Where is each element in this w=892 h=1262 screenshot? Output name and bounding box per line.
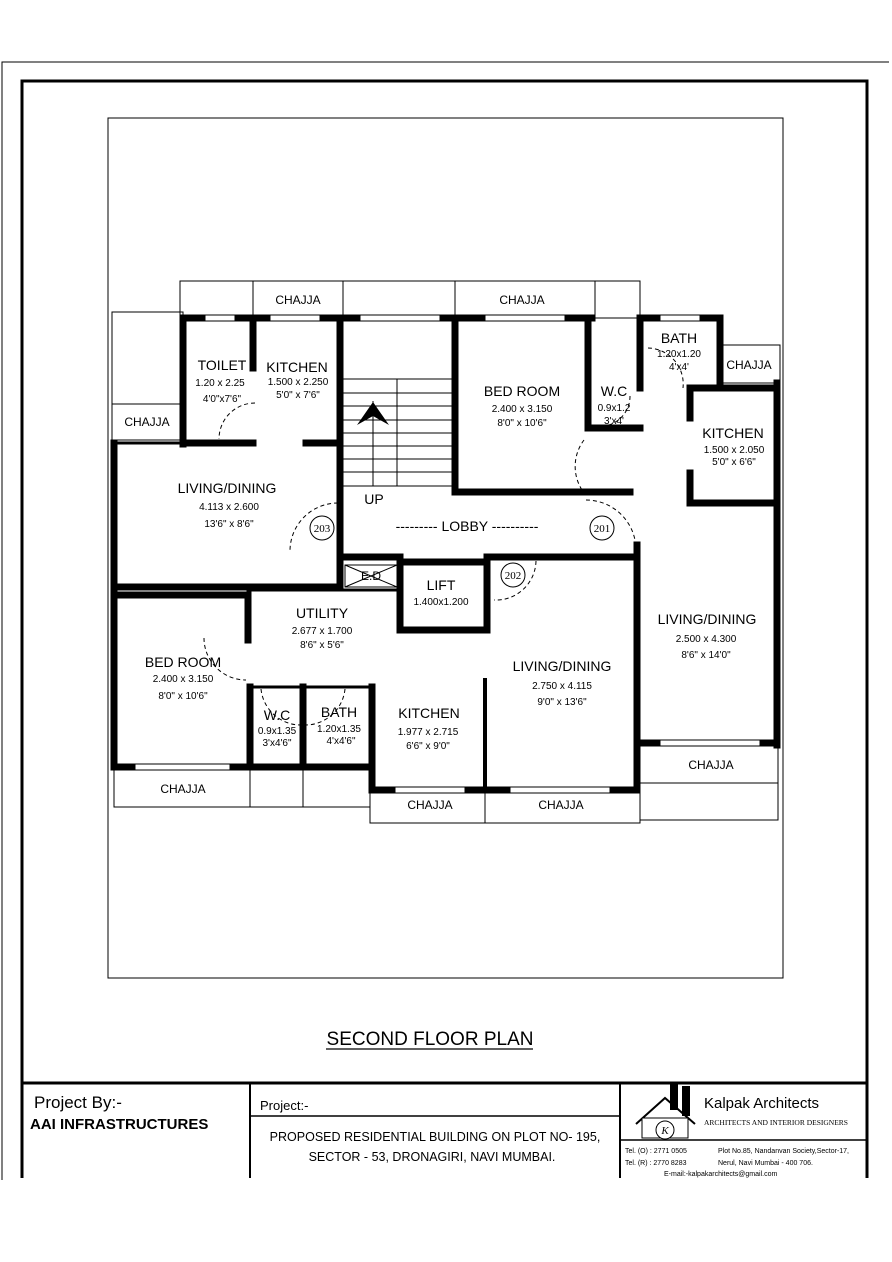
- rooms-bath-201-metric: 1.20x1.20: [657, 349, 701, 360]
- rooms-bath-202-metric: 1.20x1.35: [317, 724, 361, 735]
- chajja-label: CHAJJA: [538, 798, 583, 812]
- rooms-living-202-imperial: 9'0" x 13'6": [537, 697, 587, 708]
- project-line-1: PROPOSED RESIDENTIAL BUILDING ON PLOT NO…: [270, 1130, 601, 1144]
- rooms-wc-201-imperial: 3'x4': [604, 416, 624, 427]
- rooms-bedroom-202-metric: 2.400 x 3.150: [153, 674, 214, 685]
- rooms-toilet-metric: 1.20 x 2.25: [195, 378, 245, 389]
- rooms-bath-201-imperial: 4'x4': [669, 362, 689, 373]
- rooms-living-203-metric: 4.113 x 2.600: [199, 502, 259, 513]
- drawing-frame: [107, 117, 784, 979]
- project-by-label: Project By:-: [34, 1093, 122, 1112]
- chajja-label: CHAJJA: [688, 758, 733, 772]
- title-block: Project By:- AAI INFRASTRUCTURES Project…: [22, 1081, 867, 1178]
- flat-number-201: 201: [594, 523, 611, 535]
- email: E-mail:-kalpakarchitects@gmail.com: [664, 1171, 777, 1178]
- address-line-1: Plot No.85, Nandanvan Society,Sector-17,: [718, 1148, 849, 1155]
- client-name: AAI INFRASTRUCTURES: [30, 1116, 208, 1133]
- rooms-kitchen-202-metric: 1.977 x 2.715: [398, 727, 459, 738]
- firm-tagline: ARCHITECTS AND INTERIOR DESIGNERS: [704, 1118, 848, 1127]
- chajja-label: CHAJJA: [499, 293, 544, 307]
- tel-residence: Tel. (R) : 2770 8283: [625, 1160, 687, 1167]
- project-label: Project:-: [260, 1098, 308, 1113]
- ed-label: E.D: [361, 569, 381, 583]
- rooms-kitchen-202-imperial: 6'6" x 9'0": [406, 741, 450, 752]
- chajja-label: CHAJJA: [407, 798, 452, 812]
- rooms-lift-metric: 1.400x1.200: [413, 597, 468, 608]
- rooms-kitchen-201-metric: 1.500 x 2.050: [704, 445, 765, 456]
- flat-number-203: 203: [314, 523, 331, 535]
- chajja-label: CHAJJA: [726, 358, 771, 372]
- rooms-wc-201-metric: 0.9x1.2: [598, 403, 631, 414]
- room-name: BED ROOM: [145, 654, 221, 670]
- chajja-label: CHAJJA: [275, 293, 320, 307]
- room-name: BED ROOM: [484, 383, 560, 399]
- windows: [134, 314, 761, 794]
- tel-office: Tel. (O) : 2771 0505: [625, 1148, 687, 1155]
- staircase: [342, 378, 456, 487]
- stair-up-arrow-icon: [357, 402, 389, 425]
- rooms-living-202-metric: 2.750 x 4.115: [532, 681, 592, 692]
- title-block-logo-letter: K: [660, 1125, 669, 1137]
- rooms-living-201-metric: 2.500 x 4.300: [676, 634, 737, 645]
- room-name: LIVING/DINING: [513, 658, 612, 674]
- flat-number-202: 202: [505, 570, 522, 582]
- sheet-frame: [20, 79, 869, 1178]
- rooms-bath-202-imperial: 4'x4'6": [326, 736, 356, 747]
- room-name: LIFT: [427, 577, 456, 593]
- outer-sheet-border: [1, 61, 889, 1180]
- rooms-kitchen-201-imperial: 5'0" x 6'6": [712, 457, 756, 468]
- rooms-utility-imperial: 8'6" x 5'6": [300, 640, 344, 651]
- kalpak-logo: K: [635, 1084, 696, 1140]
- room-name: UTILITY: [296, 605, 349, 621]
- drawing-title: SECOND FLOOR PLAN: [327, 1029, 534, 1050]
- rooms-bedroom-202-imperial: 8'0" x 10'6": [158, 691, 208, 702]
- chajja-labels: CHAJJA CHAJJA CHAJJA CHAJJA CHAJJA CHAJJ…: [124, 293, 771, 812]
- room-name: W.C: [264, 707, 290, 723]
- room-name: BATH: [661, 330, 697, 346]
- room-name: TOILET: [198, 357, 247, 373]
- room-name: KITCHEN: [266, 359, 327, 375]
- room-name: LIVING/DINING: [178, 480, 277, 496]
- project-line-2: SECTOR - 53, DRONAGIRI, NAVI MUMBAI.: [309, 1150, 556, 1164]
- rooms-living-201-imperial: 8'6" x 14'0": [681, 650, 731, 661]
- rooms-toilet-imperial: 4'0"x7'6": [203, 394, 242, 405]
- flat-number-markers: 203 201 202: [309, 515, 615, 588]
- rooms-utility-metric: 2.677 x 1.700: [292, 626, 353, 637]
- lobby-label: --------- LOBBY ----------: [396, 518, 539, 534]
- rooms-wc-202-metric: 0.9x1.35: [258, 726, 297, 737]
- room-name: KITCHEN: [398, 705, 459, 721]
- rooms-bedroom-201-imperial: 8'0" x 10'6": [497, 418, 547, 429]
- chajja-label: CHAJJA: [124, 415, 169, 429]
- rooms-kitchen-203-imperial: 5'0" x 7'6": [276, 390, 320, 401]
- stairs-up-label: UP: [364, 491, 383, 507]
- room-name: KITCHEN: [702, 425, 763, 441]
- rooms-wc-202-imperial: 3'x4'6": [262, 738, 292, 749]
- room-name: W.C: [601, 383, 627, 399]
- firm-name: Kalpak Architects: [704, 1095, 819, 1112]
- room-name: LIVING/DINING: [658, 611, 757, 627]
- chajja-label: CHAJJA: [160, 782, 205, 796]
- rooms-living-203-imperial: 13'6" x 8'6": [204, 519, 254, 530]
- door-swings: [203, 347, 684, 726]
- address-line-2: Nerul, Navi Mumbai - 400 706.: [718, 1160, 813, 1167]
- rooms-kitchen-203-metric: 1.500 x 2.250: [268, 377, 329, 388]
- room-labels: TOILET 1.20 x 2.25 4'0"x7'6" KITCHEN 1.5…: [145, 330, 765, 752]
- room-name: BATH: [321, 704, 357, 720]
- rooms-bedroom-201-metric: 2.400 x 3.150: [492, 404, 553, 415]
